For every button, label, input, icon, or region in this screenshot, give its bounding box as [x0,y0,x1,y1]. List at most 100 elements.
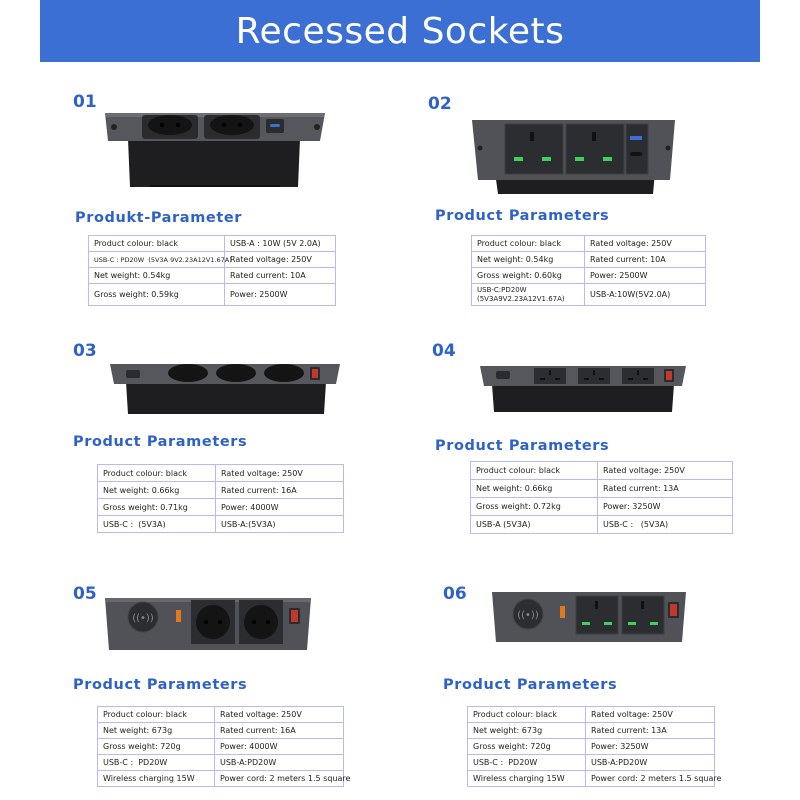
table-cell: Product colour: black [470,461,598,480]
socket-outlet-icon [534,368,566,384]
title-banner: Recessed Sockets [40,0,760,62]
table-cell: Rated current: 16A [214,722,344,739]
table-cell: Rated current: 16A [215,481,344,499]
table-cell: Gross weight: 720g [97,738,215,755]
table-cell: Power: 3250W [597,497,733,516]
table-cell: Net weight: 0.66kg [470,479,598,498]
power-switch-icon [289,608,300,624]
table-cell: Power: 2500W [584,267,706,284]
socket-outlet-icon [239,600,283,644]
table-cell: Rated voltage: 250V [585,706,715,723]
socket-outlet-icon [142,115,198,139]
usb-port-icon [176,610,181,622]
table-cell: Rated voltage: 250V [584,235,706,252]
socket-outlet-icon [575,595,619,635]
product-image-06: ((•)) [492,592,686,642]
table-cell: Gross weight: 720g [467,738,586,755]
table-cell: USB-A:PD20W [585,754,715,771]
table-cell: Power: 4000W [215,498,344,516]
table-cell: USB-A:10W(5V2.0A) [584,283,706,306]
table-cell: Power: 4000W [214,738,344,755]
table-cell: Rated voltage: 250V [224,251,336,268]
socket-outlet-icon [204,115,260,139]
parameters-heading-01: Produkt-Parameter [75,210,243,226]
usb-port-icon [496,371,510,379]
table-cell: Product colour: black [471,235,585,252]
usb-port-icon [266,119,284,133]
table-cell: USB-C : PD20W [467,754,586,771]
wireless-charger-icon: ((•)) [127,601,159,633]
parameters-heading-05: Product Parameters [73,677,248,693]
usb-port-icon [625,123,649,175]
table-cell: Rated voltage: 250V [597,461,733,480]
parameters-heading-06: Product Parameters [443,677,618,693]
table-cell: Gross weight: 0.59kg [88,283,225,306]
table-cell: USB-C : PD20W (5V3A 9V2.23A12V1.67A) [88,251,232,268]
svg-text:((•)): ((•)) [517,610,539,621]
socket-outlet-icon [504,123,564,175]
table-cell: Rated current: 13A [585,722,715,739]
product-number-06: 06 [443,584,467,604]
svg-text:((•)): ((•)) [132,613,154,624]
parameters-heading-04: Product Parameters [435,438,610,454]
table-cell: Power cord: 2 meters 1.5 square [585,770,721,787]
table-cell: Wireless charging 15W [467,770,586,787]
table-cell: USB-A : 10W (5V 2.0A) [224,235,336,252]
table-cell: Product colour: black [97,464,216,482]
table-cell: Rated current: 13A [597,479,733,498]
product-image-03 [110,364,340,414]
table-cell: Gross weight: 0.60kg [471,267,585,284]
power-switch-icon [664,369,674,382]
table-cell: Gross weight: 0.72kg [470,497,598,516]
table-cell: USB-A:(5V3A) [215,515,344,533]
page-title: Recessed Sockets [235,10,565,52]
table-cell: Net weight: 0.66kg [97,481,216,499]
table-cell: Rated voltage: 250V [215,464,344,482]
usb-port-icon [560,606,565,618]
table-cell: Net weight: 673g [97,722,215,739]
socket-outlet-icon [216,364,256,382]
socket-outlet-icon [578,368,610,384]
table-cell: Wireless charging 15W [97,770,215,787]
product-number-05: 05 [73,584,97,604]
product-image-02 [472,120,675,194]
product-number-03: 03 [73,341,97,361]
socket-outlet-icon [264,364,304,382]
table-cell: Rated voltage: 250V [214,706,344,723]
table-cell: Net weight: 673g [467,722,586,739]
product-image-05: ((•)) [105,598,311,650]
power-switch-icon [668,602,679,618]
table-row: USB-C : PD20W (5V3A 9V2.23A12V1.67A)Rate… [88,251,336,268]
parameters-heading-02: Product Parameters [435,208,610,224]
table-cell: USB-A (5V3A) [470,515,598,534]
table-row: USB-C:PD20W (5V3A9V2.23A12V1.67A)USB-A:1… [471,283,706,306]
socket-outlet-icon [622,368,654,384]
power-switch-icon [310,367,320,380]
table-cell: USB-C:PD20W (5V3A9V2.23A12V1.67A) [471,283,585,306]
table-cell: Rated current: 10A [224,267,336,284]
product-number-02: 02 [428,94,452,114]
table-cell: Net weight: 0.54kg [88,267,225,284]
